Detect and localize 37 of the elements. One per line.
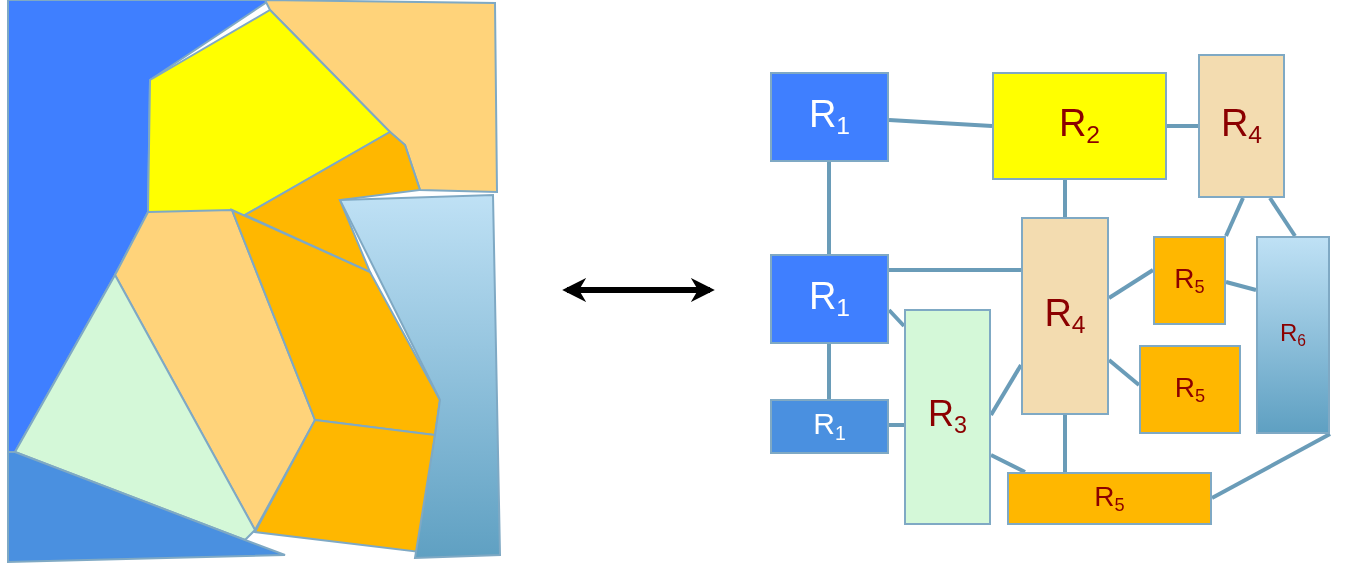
connector-line (1167, 124, 1198, 128)
region-label: R$_{3}$ (928, 396, 967, 438)
region-box (770, 399, 889, 454)
connector-line (889, 423, 904, 427)
region-box (1153, 236, 1226, 325)
region-box (992, 72, 1167, 180)
connector-line (1225, 280, 1257, 292)
region-label: R$_{2}$ (1058, 103, 1101, 149)
region-box (1198, 54, 1285, 198)
region-box (1256, 236, 1330, 434)
region-label: R$_{1}$ (808, 276, 851, 322)
connector-line (827, 344, 831, 399)
region-box (1007, 472, 1212, 525)
region-label: R$_{5}$ (1174, 264, 1205, 297)
region-map-drawing (7, 0, 501, 564)
region-box (1021, 217, 1109, 415)
region-label: R$_{5}$ (1094, 482, 1125, 515)
connector-line (888, 118, 993, 128)
region-label: R$_{1}$ (813, 409, 846, 444)
region-box (770, 72, 889, 162)
connector-line (1268, 196, 1297, 238)
region-box (904, 309, 991, 525)
region-label: R$_{1}$ (808, 94, 851, 140)
connector-line (827, 162, 831, 254)
region-label: R$_{5}$ (1174, 373, 1206, 406)
connector-line (1224, 197, 1245, 237)
connector-line (889, 268, 1021, 272)
connector-line (1063, 180, 1067, 217)
region-label: R$_{6}$ (1280, 321, 1306, 349)
region-box (1139, 345, 1241, 434)
region-label: R$_{4}$ (1044, 293, 1086, 339)
region-label: R$_{4}$ (1220, 103, 1263, 149)
connector-line (990, 453, 1026, 474)
connector-line (1211, 432, 1331, 500)
connector-line (1063, 415, 1067, 472)
region-box (770, 254, 889, 344)
arrow (562, 278, 715, 302)
